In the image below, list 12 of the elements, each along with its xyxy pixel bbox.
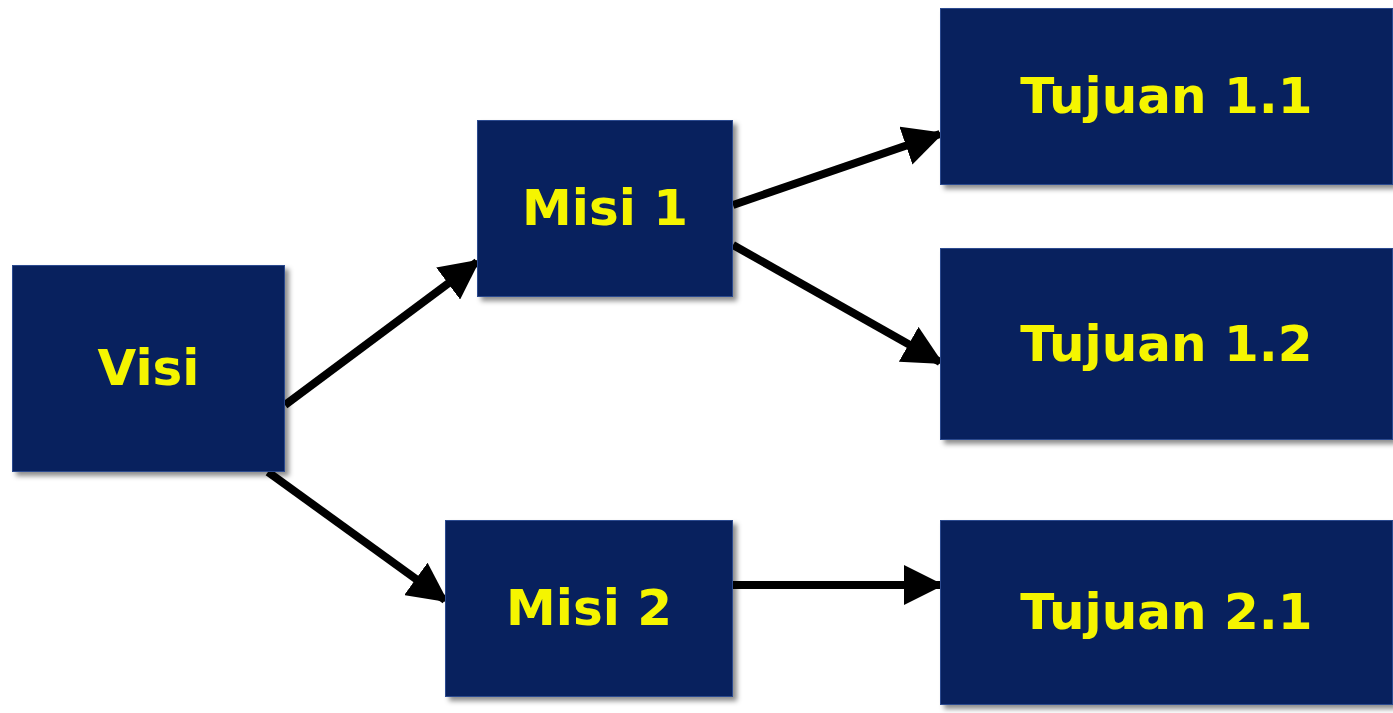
process-box <box>940 8 1393 185</box>
process-box <box>477 120 733 297</box>
process-box <box>940 520 1393 705</box>
box-label: Tujuan 2.1 <box>1020 582 1313 644</box>
box-label: Visi <box>97 338 200 400</box>
box-label: Misi 2 <box>506 578 672 640</box>
process-box <box>12 265 285 472</box>
box-label: Tujuan 1.1 <box>1020 66 1313 128</box>
process-box <box>445 520 733 697</box>
box-label: Tujuan 1.2 <box>1020 313 1313 375</box>
process-box <box>940 248 1393 440</box>
box-label: Misi 1 <box>522 178 688 240</box>
